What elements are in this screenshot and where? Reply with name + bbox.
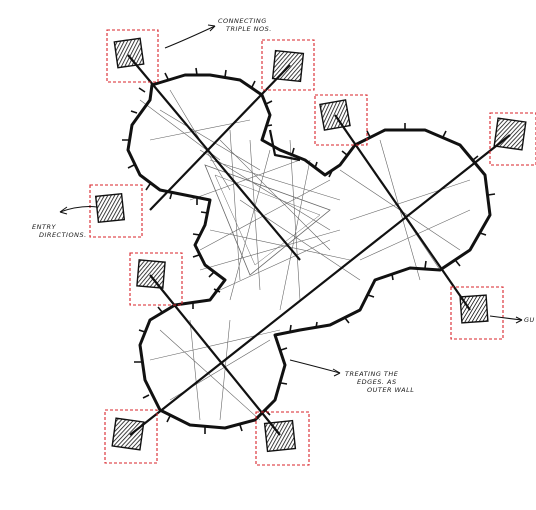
node-blocks xyxy=(94,37,527,453)
node-block xyxy=(459,294,489,324)
highlight-box xyxy=(489,112,536,166)
node-block xyxy=(113,37,145,69)
node-block xyxy=(94,192,126,224)
arrow-entry xyxy=(59,206,98,213)
node-block xyxy=(111,417,145,451)
node-block xyxy=(493,117,527,151)
annotation-entry-line1: ENTRY xyxy=(32,223,56,231)
annotation-edges-line2: EDGES. AS xyxy=(357,378,397,386)
interior-scribble xyxy=(139,89,471,421)
arrow-connecting xyxy=(164,25,216,49)
annotation-connecting-line1: CONNECTING xyxy=(218,17,267,25)
node-block xyxy=(319,99,351,131)
annotation-edges-line3: OUTER WALL xyxy=(367,386,415,394)
highlight-box xyxy=(89,184,143,238)
annotation-edges: TREATING THE EDGES. AS OUTER WALL xyxy=(345,370,414,394)
annotation-edges-line1: TREATING THE xyxy=(345,370,399,378)
highlight-box xyxy=(106,29,159,83)
annotation-arrows xyxy=(59,24,523,377)
node-block xyxy=(271,49,305,83)
node-block xyxy=(263,419,297,453)
annotation-partial: GU xyxy=(524,316,535,324)
annotation-entry-line2: DIRECTIONS. xyxy=(39,231,87,239)
annotation-entry: ENTRY DIRECTIONS. xyxy=(32,223,87,239)
highlight-box xyxy=(129,252,183,306)
node-block xyxy=(136,259,166,289)
arrow-partial xyxy=(489,315,523,321)
main-axes xyxy=(127,54,511,436)
highlight-boxes xyxy=(89,29,536,466)
arrow-edges xyxy=(289,359,341,374)
outer-walls xyxy=(126,73,492,430)
highlight-box xyxy=(255,411,310,466)
highlight-box xyxy=(314,94,368,146)
annotation-connecting-line2: TRIPLE NOS. xyxy=(226,25,272,33)
highlight-box xyxy=(450,286,504,340)
annotation-connecting: CONNECTING TRIPLE NOS. xyxy=(218,17,272,33)
highlight-box xyxy=(104,409,158,464)
highlight-box xyxy=(261,39,315,91)
